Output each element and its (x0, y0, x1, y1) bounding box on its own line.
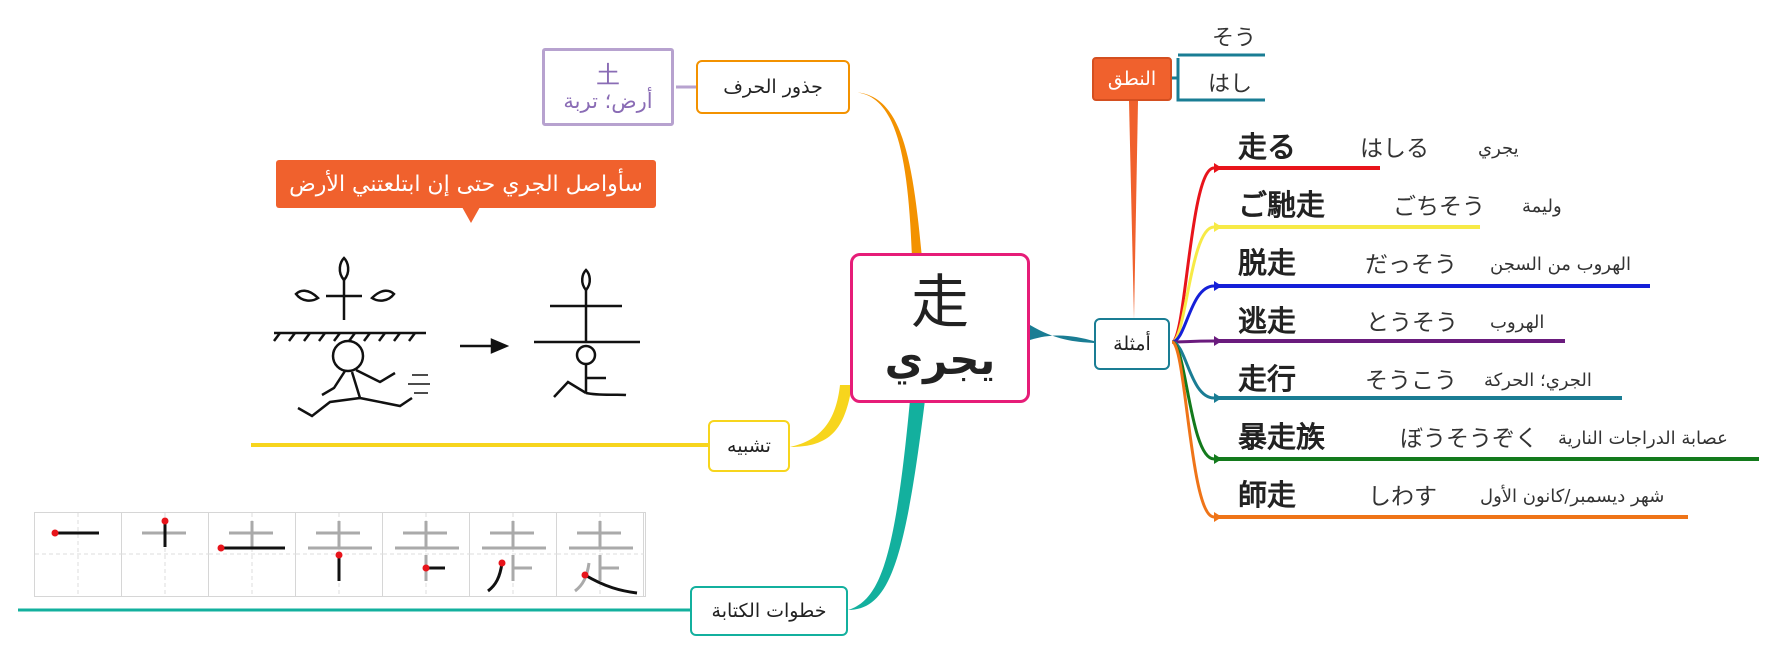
example-kanji: 暴走族 (1238, 420, 1326, 454)
stroke-step-cell (383, 513, 470, 596)
roots-radical-box: 土 أرض؛ تربة (542, 48, 674, 126)
example-arrowhead (1214, 281, 1222, 291)
stroke-step-drawing (557, 513, 644, 596)
stroke-line (584, 573, 638, 595)
example-meaning: الجري؛ الحركة (1484, 370, 1592, 391)
roots-branch (851, 92, 922, 258)
stroke-step-cell (470, 513, 557, 596)
center-kanji-node[interactable]: 走 يجري (850, 253, 1030, 403)
center-meaning: يجري (884, 335, 996, 384)
analogy-node[interactable]: تشبيه (708, 420, 790, 472)
stroke-start-dot (581, 571, 589, 579)
example-reading: とうそう (1366, 310, 1458, 336)
writing-branch (848, 400, 925, 610)
stroke-start-dot (422, 564, 430, 572)
example-arrowhead (1214, 163, 1222, 173)
reading-on: そう (1212, 26, 1257, 51)
stroke-step-cell (35, 513, 122, 596)
example-kanji: 師走 (1238, 478, 1297, 512)
roots-meaning: أرض؛ تربة (563, 89, 653, 113)
stroke-step-drawing (122, 513, 209, 596)
example-arrowhead (1214, 222, 1222, 232)
example-meaning: وليمة (1522, 196, 1562, 217)
analogy-illustration (273, 256, 640, 418)
stroke-start-dot (217, 544, 225, 552)
analogy-branch (790, 385, 852, 447)
roots-label: جذور الحرف (723, 76, 823, 98)
stroke-step-cell (209, 513, 296, 596)
reading-bracket (1176, 58, 1265, 102)
stroke-start-dot (335, 551, 343, 559)
stroke-step-cell (122, 513, 209, 596)
stroke-step-drawing (209, 513, 296, 596)
examples-branch (1030, 325, 1094, 343)
example-branch (1171, 339, 1215, 344)
stroke-line (487, 562, 504, 593)
examples-label: أمثلة (1113, 333, 1151, 355)
roots-kanji: 土 (596, 61, 620, 89)
stroke-order-grid (34, 512, 646, 597)
example-kanji: 逃走 (1238, 304, 1297, 338)
example-arrowhead (1214, 454, 1222, 464)
stroke-line (574, 562, 591, 593)
writing-label: خطوات الكتابة (711, 600, 827, 622)
example-branch (1170, 166, 1215, 344)
roots-node[interactable]: جذور الحرف (696, 60, 850, 114)
example-arrowhead (1214, 393, 1222, 403)
example-reading: ぼうそうぞく (1400, 426, 1538, 452)
example-arrowhead (1214, 512, 1222, 522)
example-meaning: يجري (1478, 138, 1519, 159)
analogy-caption-bubble: سأواصل الجري حتى إن ابتلعتني الأرض (276, 160, 656, 208)
example-branch (1170, 340, 1215, 519)
stroke-step-drawing (35, 513, 122, 596)
pronunciation-node[interactable]: النطق (1092, 57, 1172, 101)
example-kanji: 走る (1238, 130, 1297, 164)
writing-node[interactable]: خطوات الكتابة (690, 586, 848, 636)
example-reading: はしる (1360, 136, 1429, 162)
pronunciation-connector (1129, 101, 1138, 320)
example-meaning: الهروب (1490, 312, 1545, 333)
stroke-start-dot (498, 559, 506, 567)
example-meaning: الهروب من السجن (1490, 254, 1632, 275)
stroke-step-drawing (296, 513, 383, 596)
example-reading: しわす (1368, 484, 1437, 510)
examples-node[interactable]: أمثلة (1094, 318, 1170, 370)
stroke-start-dot (51, 529, 59, 537)
example-reading: だっそう (1365, 252, 1457, 278)
example-meaning: عصابة الدراجات النارية (1558, 428, 1728, 449)
example-meaning: شهر ديسمبر/كانون الأول (1480, 486, 1665, 507)
stroke-step-drawing (470, 513, 557, 596)
example-kanji: ご馳走 (1238, 188, 1326, 222)
example-branch (1171, 284, 1215, 344)
example-arrowhead (1214, 336, 1222, 346)
stroke-step-cell (296, 513, 383, 596)
example-reading: ごちそう (1393, 194, 1485, 220)
pronunciation-label: النطق (1107, 68, 1157, 90)
stroke-start-dot (161, 517, 169, 525)
stroke-step-cell (557, 513, 644, 596)
analogy-caption: سأواصل الجري حتى إن ابتلعتني الأرض (289, 171, 643, 197)
stroke-step-drawing (383, 513, 470, 596)
example-branch (1171, 225, 1215, 344)
analogy-label: تشبيه (727, 435, 771, 457)
analogy-caption-tail (462, 207, 480, 223)
center-kanji: 走 (911, 268, 970, 336)
example-kanji: 走行 (1238, 362, 1297, 396)
example-reading: そうこう (1365, 368, 1457, 394)
example-kanji: 脱走 (1238, 246, 1297, 280)
reading-kun: はし (1208, 72, 1253, 97)
